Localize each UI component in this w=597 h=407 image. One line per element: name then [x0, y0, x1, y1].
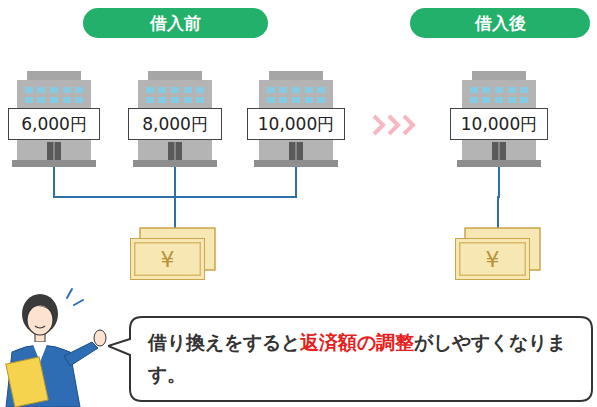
node-label: 10,000円 [461, 113, 537, 136]
heading-pill: 借入後 [410, 8, 590, 38]
node-label: 借り換えをすると [148, 331, 300, 353]
chevrons [374, 116, 413, 134]
building-icon [457, 71, 541, 167]
bubble-text: 借り換えをすると返済額の調整がしやすくなります。 [148, 326, 580, 390]
woman-figure [6, 289, 106, 407]
highlight-text: 返済額の調整 [300, 331, 414, 353]
heading-pill: 借入前 [83, 8, 268, 38]
node-label: ¥ [161, 247, 175, 272]
node-label: 10,000円 [258, 113, 334, 136]
building-icon [133, 71, 217, 167]
speech-bubble: 借り換えをすると返済額の調整がしやすくなります。 [108, 315, 594, 403]
node-label: 借入後 [475, 12, 526, 35]
bill-note: ¥ [455, 238, 530, 280]
amount-box: 10,000円 [247, 108, 345, 140]
amount-box: 8,000円 [128, 108, 222, 140]
node-label: 8,000円 [142, 113, 208, 136]
node-label: ¥ [486, 247, 500, 272]
building-icon [254, 71, 338, 167]
amount-box: 6,000円 [8, 108, 100, 140]
amount-box: 10,000円 [450, 108, 548, 140]
node-label: 借入前 [150, 12, 201, 35]
building-icon [12, 71, 96, 167]
node-label: 6,000円 [21, 113, 87, 136]
bill-note: ¥ [130, 238, 205, 280]
bubble-outline [108, 315, 594, 403]
